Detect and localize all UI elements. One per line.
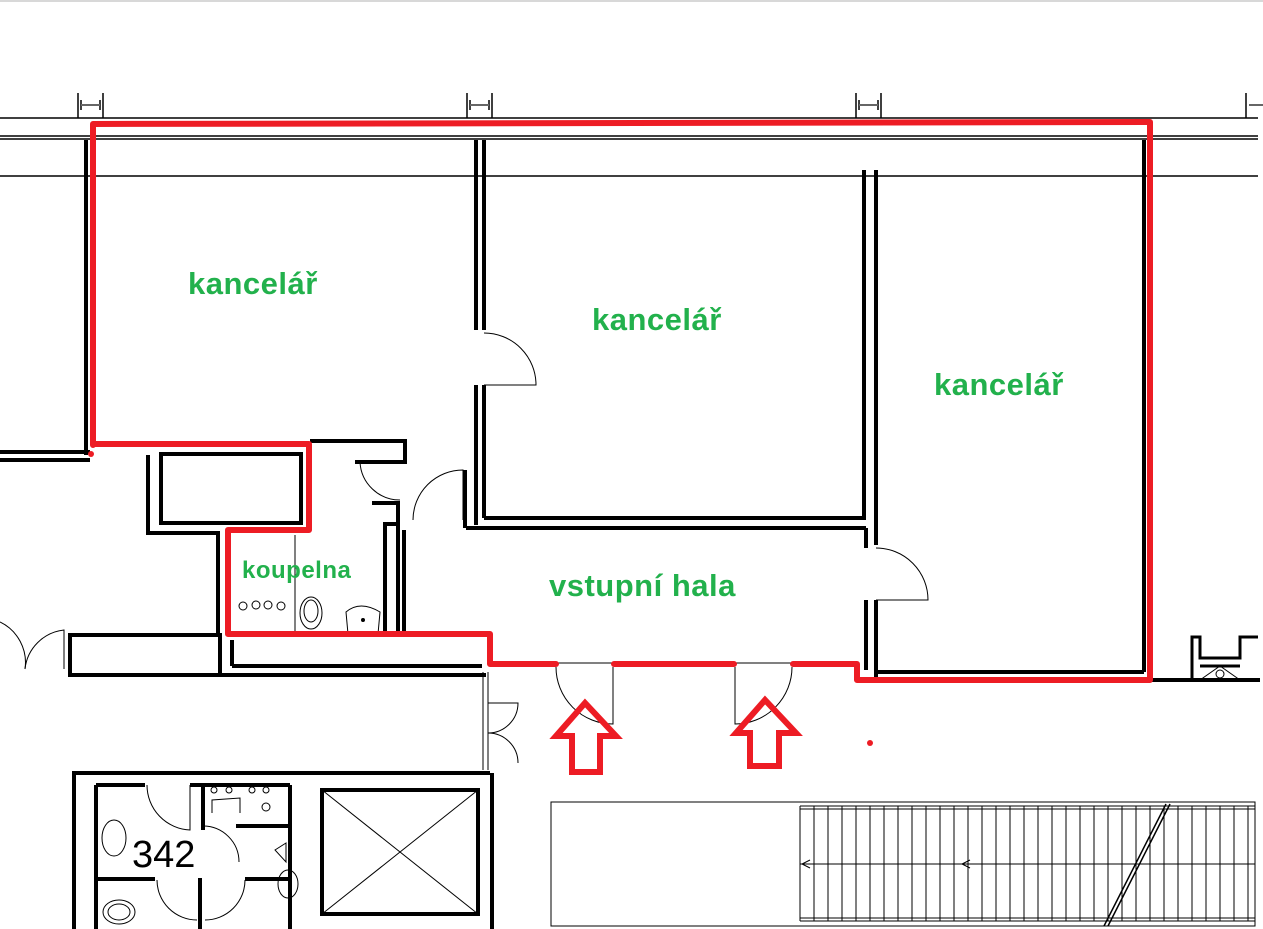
walls xyxy=(0,140,1260,929)
room-label-bathroom: koupelna xyxy=(242,557,352,584)
outline-dot xyxy=(88,451,94,457)
column-detail xyxy=(1190,635,1258,681)
room-label-office-3: kancelář xyxy=(934,367,1064,402)
door-swings xyxy=(0,332,929,921)
steel-beam-icons xyxy=(77,93,1263,118)
unit-number-label: 342 xyxy=(132,834,196,876)
room-label-office-1: kancelář xyxy=(188,266,318,301)
facade-lines xyxy=(0,117,1258,177)
room-label-office-2: kancelář xyxy=(592,302,722,337)
elevator-shaft-icon xyxy=(321,789,479,915)
bathroom-fixtures xyxy=(101,535,381,925)
staircase-icon xyxy=(550,801,1256,927)
outline-dot xyxy=(867,740,873,746)
glazing xyxy=(482,662,793,770)
entrance-arrow-icon xyxy=(549,698,623,775)
top-border xyxy=(0,0,1263,2)
entrance-arrow-icon xyxy=(729,695,803,769)
unit-outline xyxy=(90,119,1153,683)
room-label-entrance-hall: vstupní hala xyxy=(549,568,736,603)
